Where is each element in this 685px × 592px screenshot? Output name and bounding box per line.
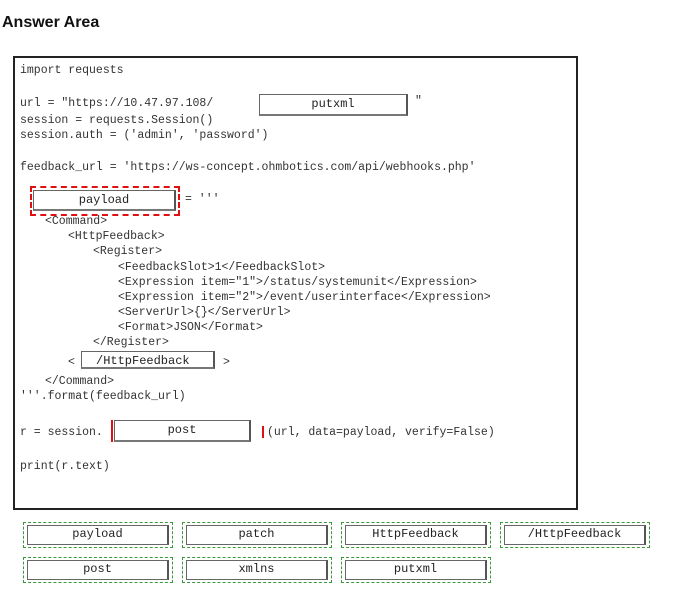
code-line: <Register> bbox=[93, 245, 163, 258]
code-line: < bbox=[68, 356, 75, 369]
code-line: <Expression item="1">/status/systemunit<… bbox=[118, 276, 477, 289]
drop-slot-close-tag[interactable]: /HttpFeedback bbox=[81, 351, 215, 369]
code-line: <HttpFeedback> bbox=[68, 230, 165, 243]
drop-slot-method[interactable]: post bbox=[114, 420, 251, 442]
code-line: feedback_url = 'https://ws-concept.ohmbo… bbox=[20, 161, 476, 174]
option-label: putxml bbox=[345, 560, 487, 580]
drop-slot-payload[interactable]: payload bbox=[33, 190, 176, 211]
option-patch[interactable]: patch bbox=[182, 522, 332, 548]
option-httpfeedback[interactable]: HttpFeedback bbox=[341, 522, 491, 548]
code-area: import requests url = "https://10.47.97.… bbox=[13, 56, 578, 510]
option-post[interactable]: post bbox=[23, 557, 173, 583]
option-payload[interactable]: payload bbox=[23, 522, 173, 548]
answer-area-title: Answer Area bbox=[2, 14, 100, 31]
code-line: (url, data=payload, verify=False) bbox=[267, 426, 495, 439]
option-xmlns[interactable]: xmlns bbox=[182, 557, 332, 583]
code-line: <Command> bbox=[45, 215, 108, 228]
code-line: url = "https://10.47.97.108/ bbox=[20, 97, 214, 110]
drop-slot-url[interactable]: putxml bbox=[259, 94, 408, 116]
code-line: <ServerUrl>{}</ServerUrl> bbox=[118, 306, 291, 319]
code-line: > bbox=[223, 356, 230, 369]
selected-slot-marker bbox=[262, 426, 264, 438]
option-label: /HttpFeedback bbox=[504, 525, 646, 545]
code-line: <Format>JSON</Format> bbox=[118, 321, 263, 334]
code-line: session = requests.Session() bbox=[20, 114, 214, 127]
code-line: print(r.text) bbox=[20, 460, 110, 473]
option-label: payload bbox=[27, 525, 169, 545]
option-label: patch bbox=[186, 525, 328, 545]
code-line: '''.format(feedback_url) bbox=[20, 390, 186, 403]
option-close-httpfeedback[interactable]: /HttpFeedback bbox=[500, 522, 650, 548]
option-label: HttpFeedback bbox=[345, 525, 487, 545]
option-label: xmlns bbox=[186, 560, 328, 580]
code-line: session.auth = ('admin', 'password') bbox=[20, 129, 269, 142]
option-putxml[interactable]: putxml bbox=[341, 557, 491, 583]
code-line: r = session. bbox=[20, 426, 103, 439]
code-line: = ''' bbox=[185, 193, 220, 206]
code-line: </Register> bbox=[93, 336, 169, 349]
code-line: </Command> bbox=[45, 375, 115, 388]
code-line: <FeedbackSlot>1</FeedbackSlot> bbox=[118, 261, 326, 274]
code-line: " bbox=[415, 95, 422, 108]
code-line: import requests bbox=[20, 64, 124, 77]
option-label: post bbox=[27, 560, 169, 580]
selected-slot-marker bbox=[111, 420, 113, 442]
selected-slot-highlight bbox=[30, 186, 180, 216]
code-line: <Expression item="2">/event/userinterfac… bbox=[118, 291, 491, 304]
